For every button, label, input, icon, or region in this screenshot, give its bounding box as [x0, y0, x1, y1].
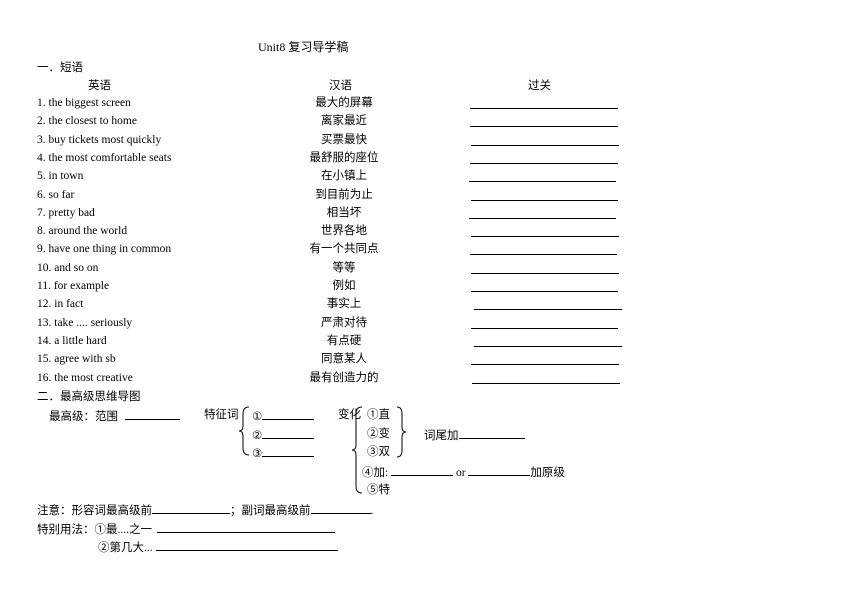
- feature-item-1: ①: [252, 408, 315, 424]
- phrase-english: 8. around the world: [37, 225, 128, 237]
- phrase-english: 13. take .... seriously: [37, 317, 133, 329]
- phrase-chinese: 等等: [332, 262, 356, 274]
- phrase-english: 14. a little hard: [37, 335, 107, 347]
- note-blank-1[interactable]: [152, 502, 230, 514]
- phrase-chinese: 有一个共同点: [309, 243, 379, 255]
- special-row-1: 特别用法：①最....之一: [37, 521, 335, 537]
- special-row-2: ②第几大...: [98, 539, 338, 555]
- scope-row: 最高级：范围: [49, 408, 180, 424]
- phrase-chinese: 最有创造力的: [309, 372, 379, 384]
- phrase-english: 11. for example: [37, 280, 110, 292]
- change-item-4: ④加: or 加原级: [362, 464, 565, 480]
- phrase-chinese: 在小镇上: [321, 170, 367, 182]
- feature-blank-2[interactable]: [262, 427, 315, 439]
- answer-blank-line[interactable]: [471, 145, 619, 146]
- answer-blank-line[interactable]: [472, 383, 620, 384]
- phrase-chinese: 买票最快: [321, 134, 367, 146]
- feature-blank-3[interactable]: [262, 445, 315, 457]
- phrase-english: 9. have one thing in common: [37, 243, 172, 255]
- feature-item-2: ②: [252, 427, 315, 443]
- phrase-chinese: 事实上: [326, 298, 362, 310]
- change-item-1: ①直: [367, 409, 390, 421]
- add-blank-2[interactable]: [468, 464, 531, 476]
- answer-blank-line[interactable]: [474, 346, 622, 347]
- change-label: 变化: [338, 409, 361, 421]
- phrase-english: 15. agree with sb: [37, 353, 116, 365]
- add-blank-1[interactable]: [391, 464, 454, 476]
- phrase-english: 10. and so on: [37, 262, 99, 274]
- answer-blank-line[interactable]: [470, 254, 617, 255]
- answer-blank-line[interactable]: [471, 236, 619, 237]
- phrase-english: 16. the most creative: [37, 372, 133, 384]
- phrase-english: 12. in fact: [37, 298, 84, 310]
- phrase-chinese: 相当坏: [326, 207, 362, 219]
- feature-brace: [239, 406, 250, 456]
- column-header-chinese: 汉语: [329, 80, 352, 92]
- phrase-english: 5. in town: [37, 170, 84, 182]
- scope-label: 最高级：范围: [49, 411, 118, 423]
- phrase-english: 7. pretty bad: [37, 207, 95, 219]
- scope-blank[interactable]: [124, 408, 180, 420]
- answer-blank-line[interactable]: [471, 291, 618, 292]
- note-row: 注意：形容词最高级前；副词最高级前.: [37, 502, 373, 518]
- column-header-check: 过关: [528, 80, 551, 92]
- phrase-chinese: 严肃对待: [321, 317, 367, 329]
- phrase-english: 4. the most comfortable seats: [37, 152, 172, 164]
- phrase-chinese: 同意某人: [321, 353, 367, 365]
- feature-label: 特征词: [204, 409, 239, 421]
- special-blank-2[interactable]: [155, 539, 338, 551]
- phrase-english: 2. the closest to home: [37, 115, 137, 127]
- answer-blank-line[interactable]: [470, 126, 618, 127]
- section2-heading: 二．最高级思维导图: [37, 391, 141, 403]
- change-item-5: ⑤特: [367, 484, 390, 496]
- answer-blank-line[interactable]: [470, 108, 618, 109]
- answer-blank-line[interactable]: [470, 163, 618, 164]
- feature-blank-1[interactable]: [262, 408, 315, 420]
- phrase-chinese: 到目前为止: [315, 189, 373, 201]
- feature-item-3: ③: [252, 445, 315, 461]
- change-item-2: ②变: [367, 428, 390, 440]
- change-brace: [352, 406, 363, 494]
- answer-blank-line[interactable]: [471, 328, 618, 329]
- answer-blank-line[interactable]: [471, 364, 619, 365]
- phrase-chinese: 离家最近: [321, 115, 367, 127]
- phrase-chinese: 例如: [332, 280, 356, 292]
- phrase-english: 6. so far: [37, 189, 75, 201]
- answer-blank-line[interactable]: [471, 200, 618, 201]
- suffix-row: 词尾加: [424, 427, 525, 443]
- phrase-chinese: 有点硬: [326, 335, 362, 347]
- section1-heading: 一．短语: [37, 62, 83, 74]
- answer-blank-line[interactable]: [474, 309, 622, 310]
- phrase-chinese: 世界各地: [321, 225, 367, 237]
- change-item-3: ③双: [367, 446, 390, 458]
- answer-blank-line[interactable]: [469, 218, 616, 219]
- phrase-english: 1. the biggest screen: [37, 97, 131, 109]
- phrase-chinese: 最舒服的座位: [309, 152, 379, 164]
- page-title: Unit8 复习导学稿: [258, 40, 349, 54]
- special-blank-1[interactable]: [156, 521, 335, 533]
- phrase-chinese: 最大的屏幕: [315, 97, 373, 109]
- column-header-english: 英语: [88, 80, 111, 92]
- phrase-english: 3. buy tickets most quickly: [37, 134, 162, 146]
- answer-blank-line[interactable]: [471, 273, 619, 274]
- answer-blank-line[interactable]: [469, 181, 616, 182]
- suffix-brace: [396, 406, 406, 458]
- suffix-blank[interactable]: [458, 427, 525, 439]
- note-blank-2[interactable]: [310, 502, 371, 514]
